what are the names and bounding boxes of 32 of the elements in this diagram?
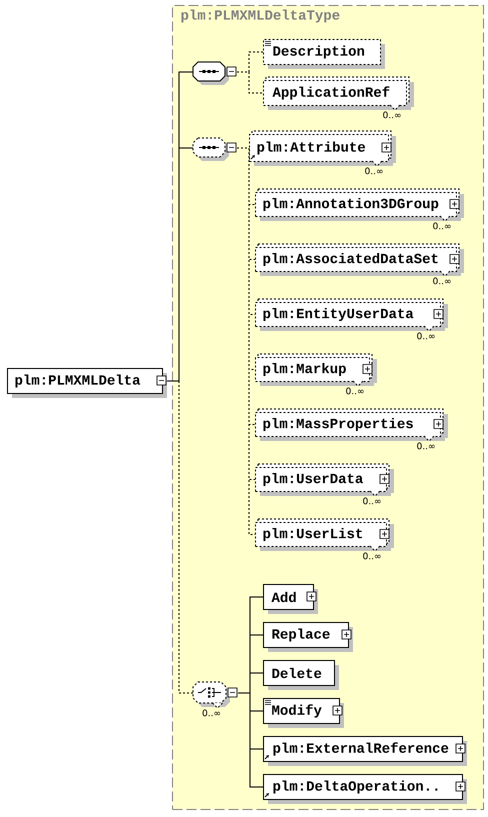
occurrence-label: 0..∞ <box>365 168 383 174</box>
connector-line <box>166 380 194 694</box>
occurrence-label: 0..∞ <box>383 112 401 118</box>
element-box: Add <box>263 584 318 614</box>
occurrence-label: 0..∞ <box>363 498 381 504</box>
occurrence-label: 0..∞ <box>417 442 435 450</box>
element-box: Delete <box>263 660 339 690</box>
element-box: plm:DeltaOperation.. <box>263 774 467 804</box>
element-box: ApplicationRef <box>263 76 414 111</box>
connector-line <box>236 52 264 94</box>
occurrence-label: 0..∞ <box>363 552 381 560</box>
occurrence-label: 0..∞ <box>417 332 435 340</box>
occurrence-label: 0..∞ <box>433 278 451 284</box>
element-box: plm:Attribute <box>249 130 396 167</box>
connector-line <box>236 148 256 535</box>
element-box: plm:ExternalReference <box>263 736 467 766</box>
element-box: plm:AssociatedDataSet <box>255 244 464 277</box>
element-box: Replace <box>263 622 353 652</box>
element-box: Description <box>263 39 385 69</box>
connector-line <box>238 596 264 788</box>
occurrence-label: 0..∞ <box>433 222 451 230</box>
element-box: plm:Markup <box>255 354 377 387</box>
element-box: Modify <box>263 698 344 728</box>
element-box: plm:EntityUserData <box>255 298 448 332</box>
occurrence-label: 0..∞ <box>202 710 220 716</box>
element-box: plm:Annotation3DGroup <box>255 188 464 222</box>
occurrence-label: 0..∞ <box>346 388 364 394</box>
element-box: plm:UserList <box>255 518 394 552</box>
element-box: plm:PLMXMLDelta <box>7 368 167 398</box>
element-box: plm:MassProperties <box>255 408 448 442</box>
connector-line <box>166 72 194 382</box>
element-box: plm:UserData <box>255 464 394 497</box>
